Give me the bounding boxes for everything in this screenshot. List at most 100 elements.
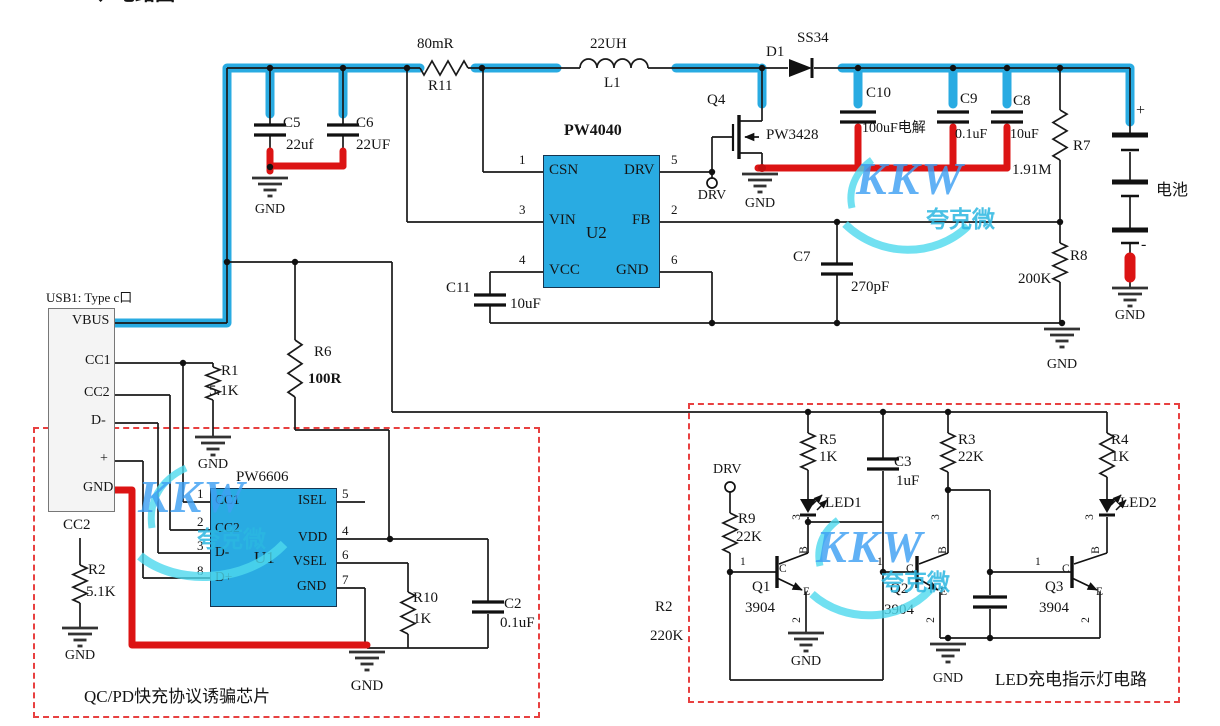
- r10-ref: R10: [413, 590, 439, 606]
- r6-ref: R6: [314, 344, 332, 360]
- r8-value: 200K: [1018, 271, 1052, 287]
- q3-pin1: 1: [1035, 556, 1041, 568]
- r11-ref: R11: [428, 78, 453, 94]
- q3-value: 3904: [1039, 600, 1069, 616]
- capacitor-C5: [254, 123, 286, 137]
- gnd-symbol-q2: [930, 642, 966, 664]
- u1-num-4: 4: [342, 523, 349, 538]
- u2-pin-vcc: VCC: [549, 262, 580, 278]
- q1-ref: Q1: [752, 579, 771, 595]
- usb-connector: [48, 308, 115, 512]
- drv-terminal-u2: [706, 177, 718, 189]
- l1-value: 22UH: [590, 36, 627, 52]
- u2-pin-num-1: 1: [519, 152, 526, 167]
- inductor-L1: [579, 58, 649, 69]
- q3-ref: Q3: [1045, 579, 1064, 595]
- r9-value: 22K: [736, 529, 762, 545]
- mosfet-Q4: [731, 115, 759, 159]
- r3-value: 22K: [958, 449, 984, 465]
- q2-value: 3904: [884, 602, 914, 618]
- q2-ref: Q2: [890, 581, 909, 597]
- u1-part: PW6606: [236, 469, 289, 485]
- capacitor-C9: [937, 110, 969, 124]
- box-left-label: QC/PD快充协议诱骗芯片: [84, 687, 271, 706]
- gnd-symbol-main: [1044, 327, 1080, 349]
- junction-dot: [386, 535, 394, 543]
- led-indicator-section-box: [688, 403, 1180, 703]
- transistor-Q3: [1070, 552, 1108, 591]
- c8-ref: C8: [1013, 93, 1031, 109]
- junction-dot: [1056, 218, 1064, 226]
- r3-ref: R3: [958, 432, 976, 448]
- gnd-symbol-r1: [195, 435, 231, 457]
- led2-label: LED2: [1120, 495, 1157, 511]
- junction-dot: [478, 64, 486, 72]
- r7-value: 1.91M: [1012, 162, 1052, 178]
- c3-value: 1uF: [896, 473, 920, 489]
- gnd-symbol-battery: [1112, 286, 1148, 308]
- u1-ref: U1: [254, 548, 275, 567]
- gnd-symbol-r2: [62, 626, 98, 648]
- battery-symbol: [1112, 132, 1148, 245]
- junction-dot: [944, 634, 952, 642]
- c7-ref: C7: [793, 249, 811, 265]
- q2-pin1: 1: [877, 556, 883, 568]
- junction-dot: [854, 64, 862, 72]
- drv-node-u2: DRV: [697, 188, 727, 203]
- r5-ref: R5: [819, 432, 837, 448]
- r7-ref: R7: [1073, 138, 1091, 154]
- q3-pinB: B: [1089, 546, 1102, 554]
- u1-num-1: 1: [197, 486, 204, 501]
- r4-value: 1K: [1111, 449, 1130, 465]
- junction-dot: [1058, 319, 1066, 327]
- u1-pin-dplus: D+: [215, 569, 233, 584]
- resistor-R8: [1050, 242, 1070, 283]
- battery-label: 电池: [1156, 182, 1189, 199]
- u2-pin-fb: FB: [632, 212, 651, 228]
- u2-pin-num-3: 3: [519, 202, 526, 217]
- capacitor-C6: [327, 123, 359, 137]
- usb-pin-gnd: GND: [83, 480, 114, 495]
- q2-pinC: C: [906, 563, 914, 575]
- q1-value: 3904: [745, 600, 775, 616]
- diode-D1: [789, 58, 814, 78]
- c10-ref: C10: [866, 85, 892, 101]
- resistor-R1: [203, 366, 223, 401]
- u1-num-2: 2: [197, 514, 204, 529]
- junction-dot: [986, 634, 994, 642]
- c9-ref: C9: [960, 91, 978, 107]
- l1-ref: L1: [604, 75, 621, 91]
- u1-pin-cc1: CC1: [215, 492, 240, 507]
- junction-dot: [944, 486, 952, 494]
- u1-pin-cc2: CC2: [215, 520, 240, 535]
- gnd-symbol-q4: [742, 172, 778, 194]
- transistor-Q1: [775, 552, 809, 591]
- battery-minus: -: [1141, 236, 1147, 253]
- q2-pin2: 2: [924, 617, 937, 623]
- junction-dot: [986, 568, 994, 576]
- r2-left-ref: R2: [88, 562, 106, 578]
- c6-value: 22UF: [356, 137, 391, 153]
- u1-num-8: 8: [197, 563, 204, 578]
- led1-label: LED1: [825, 495, 862, 511]
- resistor-R2: [70, 564, 90, 604]
- junction-dot: [833, 218, 841, 226]
- junction-dot: [879, 408, 887, 416]
- led-LED1: [800, 494, 828, 517]
- c5-value: 22uf: [286, 137, 314, 153]
- resistor-R11: [419, 59, 469, 77]
- q1-pinB: B: [797, 546, 810, 554]
- c11-ref: C11: [446, 280, 471, 296]
- gnd-label-r1: GND: [197, 457, 229, 472]
- c11-value: 10uF: [510, 296, 541, 312]
- junction-dot: [708, 319, 716, 327]
- junction-dot: [833, 319, 841, 327]
- qc-pd-section-box: [33, 427, 540, 718]
- usb-pin-cc2: CC2: [84, 385, 110, 400]
- resistor-R9: [721, 512, 739, 554]
- junction-dot: [708, 168, 716, 176]
- r5-value: 1K: [819, 449, 838, 465]
- q2-pin3: 3: [929, 514, 942, 520]
